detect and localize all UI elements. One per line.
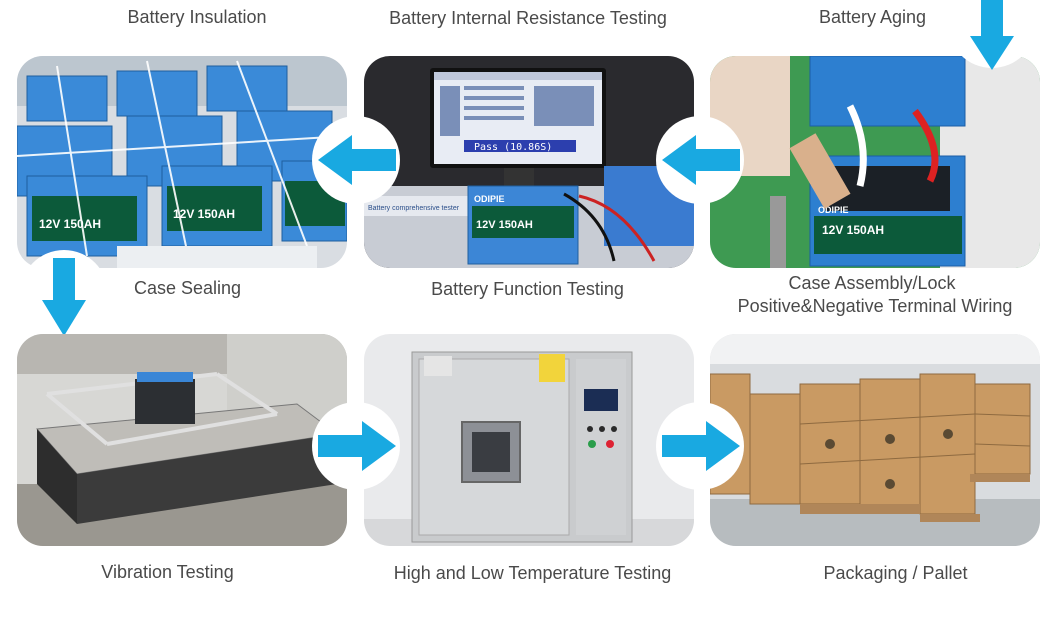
label-case-assembly-line1: Case Assembly/Lock [788,273,956,293]
label-case-assembly-line2: Positive&Negative Terminal Wiring [737,296,1013,316]
battery-model-text: 12V 150AH [39,217,101,231]
arrow-down-icon [42,258,86,336]
arrow-right-icon [662,421,740,471]
label-battery-function: Battery Function Testing [431,279,624,299]
battery-model-text: 12V 150AH [822,223,884,237]
label-packaging-pallet: Packaging / Pallet [823,563,968,583]
arrow-right-icon [318,421,396,471]
photo-temperature-testing [364,334,694,546]
photo-battery-insulation: 12V 150AH 12V 150AH [17,56,347,268]
label-battery-aging: Battery Aging [818,7,927,27]
arrow-down-icon [970,0,1014,70]
label-case-sealing: Case Sealing [133,278,242,298]
photo-packaging-pallet [710,334,1040,546]
battery-brand-text: ODIPIE [818,205,849,215]
label-internal-resistance: Battery Internal Resistance Testing [389,8,667,28]
photo-battery-aging: ODIPIE 12V 150AH [710,56,1040,268]
arrow-left-icon [318,135,396,185]
screen-pass-text: Pass (10.86S) [474,142,552,153]
photo-vibration-testing [17,334,347,546]
arrow-left-icon [662,135,740,185]
label-temperature-testing: High and Low Temperature Testing [393,563,672,583]
battery-model-text: 12V 150AH [476,219,533,231]
tester-label-text: Battery comprehensive tester [368,205,460,212]
battery-model-text: 12V 150AH [173,207,235,221]
photo-internal-resistance: Pass (10.86S) Battery comprehensive test… [364,56,694,268]
label-battery-insulation: Battery Insulation [127,7,267,27]
label-vibration-testing: Vibration Testing [101,562,234,582]
battery-brand-text: ODIPIE [474,194,505,204]
